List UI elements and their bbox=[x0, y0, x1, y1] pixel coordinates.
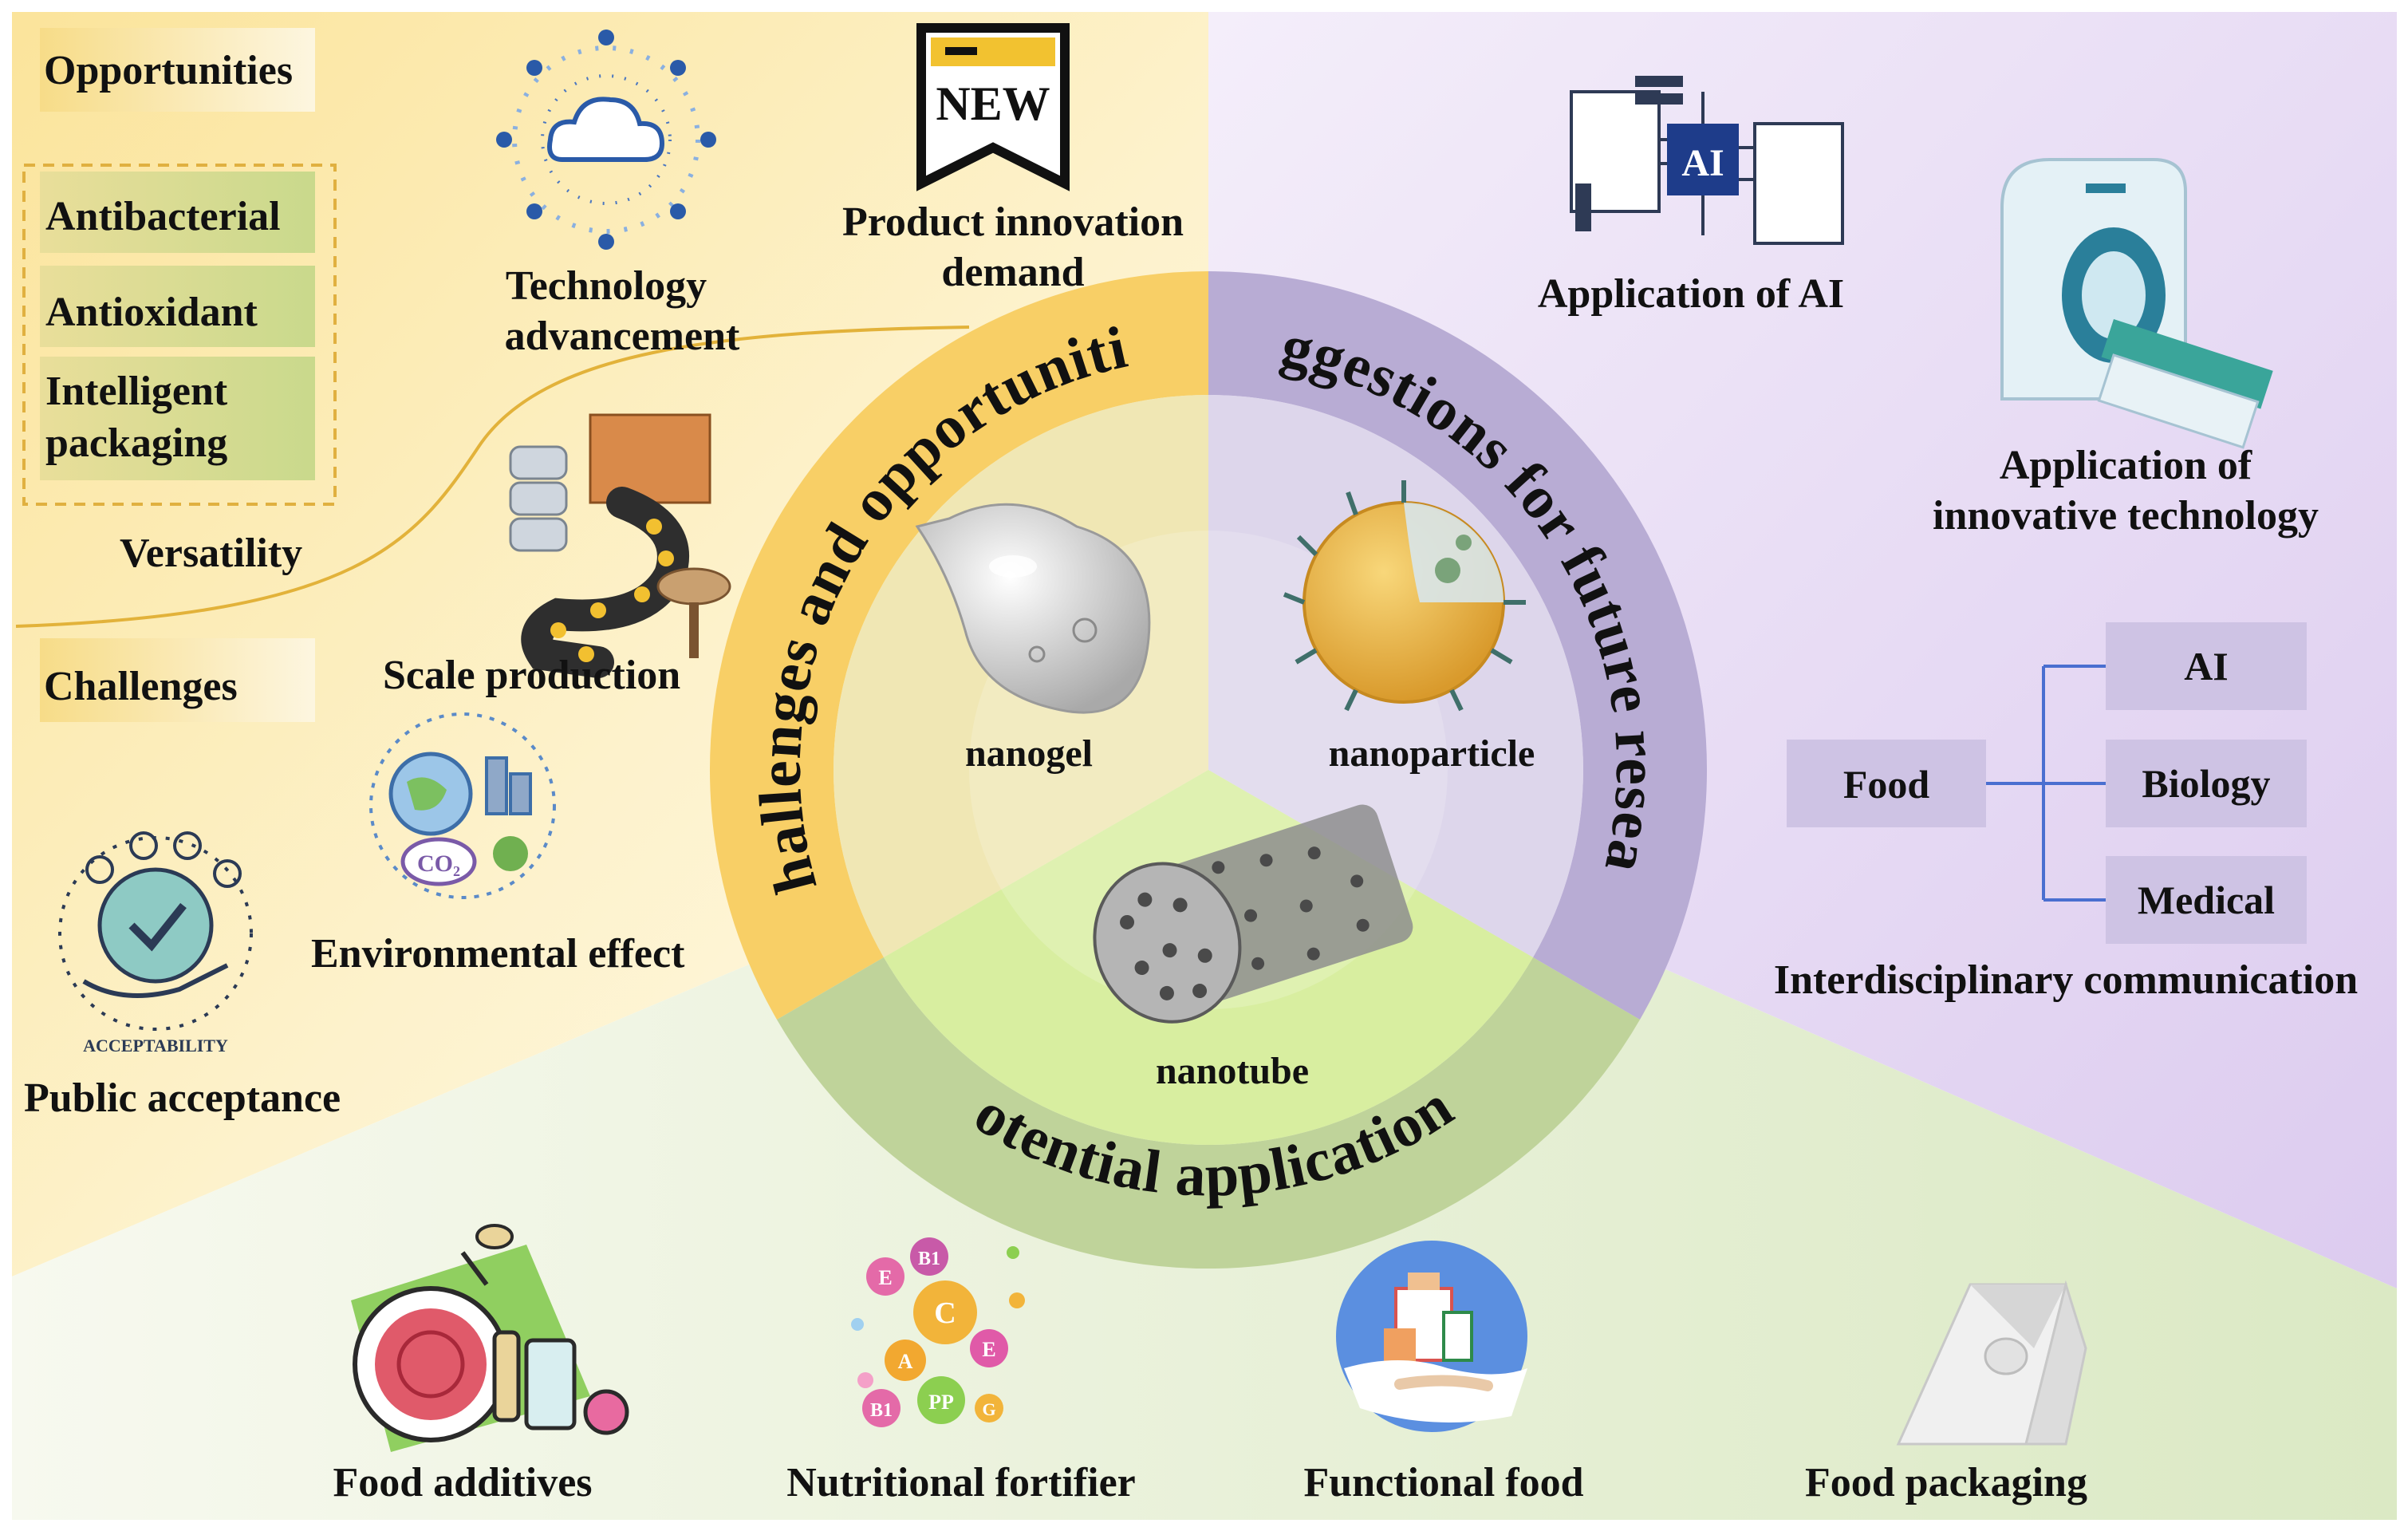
public-acceptance-label: Public acceptance bbox=[24, 1075, 341, 1121]
innovative-tech-line2: innovative technology bbox=[1933, 493, 2319, 539]
core-label-nanogel: nanogel bbox=[965, 732, 1093, 775]
intelligent-label: Intelligent bbox=[45, 369, 228, 414]
acceptability-icon bbox=[58, 831, 253, 1031]
svg-text:CO₂: CO₂ bbox=[417, 850, 460, 877]
nanotube-icon bbox=[1093, 804, 1413, 1024]
antioxidant-tag bbox=[40, 266, 315, 347]
ai-box-label: AI bbox=[2184, 644, 2229, 689]
vitamin-bubble bbox=[866, 1257, 904, 1296]
food-additives-label: Food additives bbox=[333, 1460, 592, 1505]
functional-food-label: Functional food bbox=[1303, 1460, 1583, 1505]
ring-future-segment bbox=[1208, 271, 1708, 1020]
environmental-effect-label: Environmental effect bbox=[311, 931, 685, 977]
interdisciplinary-tree: Food AI Biology Medical bbox=[1787, 622, 2307, 944]
vitamin-bubble bbox=[970, 1329, 1008, 1367]
vitamin-bubbles-icon: E B1 C A E B1 PP G bbox=[851, 1237, 1025, 1427]
svg-text:PP: PP bbox=[928, 1391, 954, 1414]
svg-text:A: A bbox=[898, 1350, 913, 1373]
technology-label-line2: advancement bbox=[505, 314, 740, 359]
antibacterial-tag bbox=[40, 172, 315, 253]
nanogel-droplet-icon bbox=[915, 503, 1151, 714]
svg-text:E: E bbox=[982, 1338, 995, 1361]
intelligent-packaging-tag bbox=[40, 357, 315, 480]
core-label-nanoparticle: nanoparticle bbox=[1329, 732, 1535, 775]
nutritional-fortifier-label: Nutritional fortifier bbox=[786, 1460, 1136, 1505]
innovative-tech-line1: Application of bbox=[2000, 443, 2252, 488]
environment-icon: CO₂ bbox=[369, 712, 556, 899]
vitamin-bubble bbox=[917, 1376, 965, 1424]
vitamin-bubble bbox=[885, 1340, 926, 1381]
svg-text:G: G bbox=[982, 1399, 995, 1419]
svg-text:B1: B1 bbox=[918, 1249, 940, 1269]
nanoparticle-sphere-icon bbox=[1283, 480, 1526, 712]
opportunities-dashed-box bbox=[22, 164, 337, 506]
ai-box bbox=[2106, 622, 2307, 710]
food-packaging-icon bbox=[1896, 1280, 2087, 1446]
ring-challenges-segment bbox=[709, 271, 1208, 1020]
food-box-label: Food bbox=[1843, 762, 1930, 807]
medical-box bbox=[2106, 856, 2307, 944]
interdisciplinary-label: Interdisciplinary communication bbox=[1774, 957, 2358, 1003]
technology-label-line1: Technology bbox=[506, 263, 707, 309]
biology-box bbox=[2106, 740, 2307, 827]
vitamin-bubble bbox=[862, 1389, 901, 1427]
tree-connector bbox=[1986, 665, 2106, 902]
packaging-label: packaging bbox=[45, 420, 227, 466]
vitamin-bubble bbox=[913, 1280, 977, 1344]
mri-scanner-icon bbox=[2000, 158, 2273, 449]
application-ai-label: Application of AI bbox=[1538, 271, 1844, 317]
vitamin-bubble bbox=[910, 1237, 948, 1276]
opportunities-header-tag bbox=[40, 28, 315, 112]
opportunities-header: Opportunities bbox=[44, 48, 293, 93]
acceptability-badge: ACCEPTABILITY bbox=[83, 1036, 228, 1056]
svg-text:C: C bbox=[934, 1296, 956, 1330]
versatility-label: Versatility bbox=[120, 531, 302, 576]
product-innovation-line2: demand bbox=[941, 250, 1084, 295]
functional-food-icon bbox=[1336, 1241, 1527, 1432]
antibacterial-label: Antibacterial bbox=[45, 194, 281, 239]
medical-box-label: Medical bbox=[2138, 878, 2275, 922]
ring-applications-segment bbox=[777, 957, 1640, 1269]
challenges-header-tag bbox=[40, 638, 315, 722]
ai-circuit-icon: AI bbox=[1570, 76, 1844, 245]
ai-chip-text: AI bbox=[1681, 142, 1724, 184]
new-badge-text: NEW bbox=[936, 77, 1050, 130]
cloud-network-icon bbox=[496, 30, 716, 250]
product-innovation-line1: Product innovation bbox=[842, 199, 1184, 245]
biology-box-label: Biology bbox=[2142, 761, 2270, 806]
food-packaging-label: Food packaging bbox=[1805, 1460, 2087, 1505]
scale-production-label: Scale production bbox=[383, 653, 680, 698]
svg-text:E: E bbox=[878, 1266, 892, 1289]
conveyor-icon bbox=[509, 413, 731, 678]
antioxidant-label: Antioxidant bbox=[45, 290, 258, 335]
svg-text:B1: B1 bbox=[870, 1400, 893, 1421]
core-label-nanotube: nanotube bbox=[1156, 1050, 1309, 1092]
food-box bbox=[1787, 740, 1986, 827]
vitamin-bubble bbox=[975, 1394, 1003, 1422]
food-additives-icon bbox=[351, 1224, 629, 1452]
challenges-header: Challenges bbox=[44, 664, 238, 709]
divider-curve bbox=[15, 326, 970, 628]
new-badge-icon: NEW bbox=[916, 23, 1070, 191]
